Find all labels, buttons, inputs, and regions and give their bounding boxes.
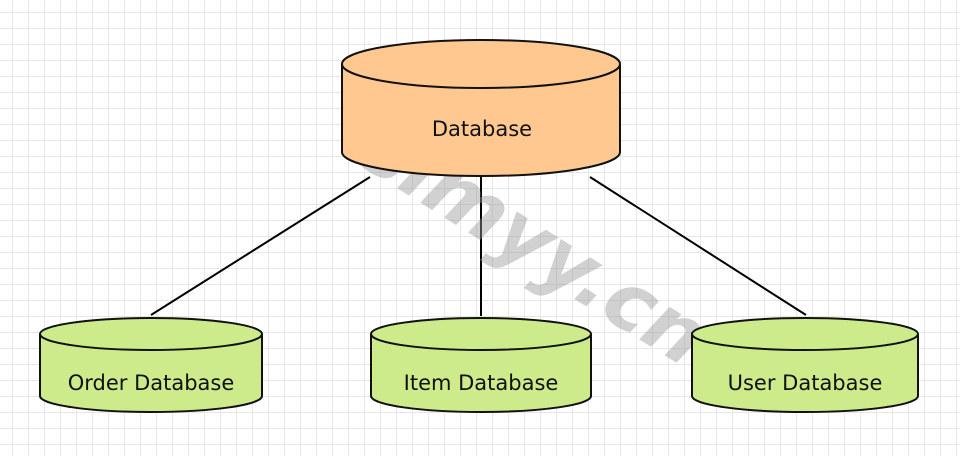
item-database-cylinder: [370, 317, 592, 413]
central-database-cylinder: [341, 39, 621, 177]
central-database-node[interactable]: Database: [341, 39, 621, 177]
item-database-label: Item Database: [404, 371, 559, 395]
order-database-top: [39, 333, 263, 351]
user-database-cylinder: [691, 317, 919, 413]
order-database-node[interactable]: Order Database: [39, 317, 263, 413]
item-database-top: [370, 333, 592, 351]
central-database-label: Database: [432, 117, 532, 141]
central-database-top: [341, 63, 621, 89]
connector-user: [589, 176, 807, 316]
user-database-node[interactable]: User Database: [691, 317, 919, 413]
order-database-label: Order Database: [68, 371, 235, 395]
item-database-node[interactable]: Item Database: [370, 317, 592, 413]
user-database-label: User Database: [728, 371, 883, 395]
order-database-cylinder: [39, 317, 263, 413]
user-database-top: [691, 333, 919, 351]
connector-order: [150, 176, 371, 316]
